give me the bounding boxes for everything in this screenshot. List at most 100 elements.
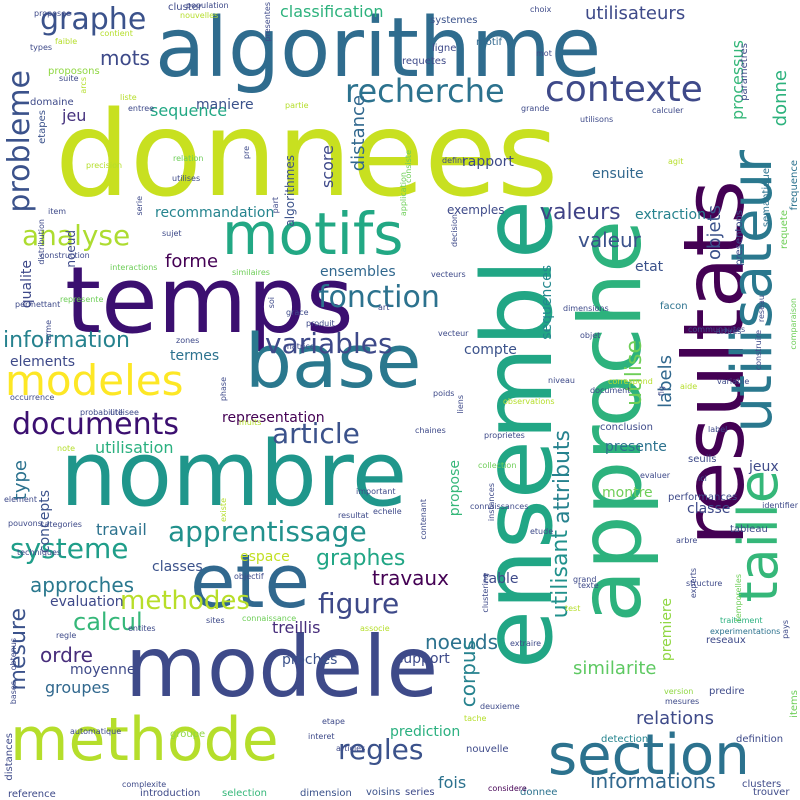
cloud-word: obtenus	[9, 638, 18, 671]
cloud-word: permettant	[15, 300, 61, 309]
cloud-word: information	[3, 328, 130, 353]
cloud-word: seuils	[688, 454, 717, 465]
cloud-word: categories	[40, 520, 82, 529]
cloud-word: choix	[530, 5, 552, 14]
cloud-word: existe	[219, 498, 228, 522]
cloud-word: predire	[709, 686, 745, 697]
cloud-word: bases	[9, 681, 18, 705]
cloud-word: entites	[128, 624, 156, 633]
cloud-word: evaluer	[640, 471, 671, 480]
cloud-word: objets	[704, 205, 725, 260]
cloud-word: selection	[222, 788, 267, 799]
cloud-word: fois	[438, 773, 467, 792]
cloud-word: ordre	[40, 643, 93, 667]
cloud-word: chaines	[415, 426, 446, 435]
cloud-word: groupe	[170, 729, 206, 740]
cloud-word: moyenne	[70, 662, 136, 678]
cloud-word: mot	[536, 49, 552, 58]
cloud-word: requetes	[402, 56, 447, 67]
cloud-word: facon	[660, 301, 688, 312]
cloud-word: classification	[280, 2, 384, 21]
cloud-word: evaluation	[50, 594, 124, 610]
cloud-word: ici	[698, 474, 707, 483]
cloud-word: premiere	[659, 598, 675, 662]
cloud-word: clusters	[742, 779, 782, 790]
cloud-word: fig	[657, 386, 666, 397]
cloud-word: deuxieme	[480, 702, 520, 711]
cloud-word: systemes	[430, 15, 478, 26]
cloud-word: extraction	[635, 207, 706, 223]
cloud-word: noeud	[64, 230, 78, 268]
cloud-word: parametres	[739, 43, 750, 101]
cloud-word: identifier	[762, 501, 798, 510]
cloud-word: corpus	[456, 640, 480, 708]
cloud-word: pouvons	[8, 519, 42, 528]
cloud-word: entree	[128, 104, 155, 113]
cloud-word: forme	[165, 251, 219, 272]
cloud-word: graphe	[40, 2, 147, 37]
cloud-word: correspond	[608, 377, 653, 386]
cloud-word: partie	[285, 101, 309, 110]
cloud-word: valeurs	[540, 200, 621, 225]
cloud-word: dimensions	[563, 304, 609, 313]
cloud-word: nouvelles	[180, 11, 219, 20]
cloud-word: associe	[360, 624, 390, 633]
cloud-word: considere	[488, 784, 527, 793]
cloud-word: recherche	[345, 72, 505, 110]
cloud-word: regles	[338, 733, 424, 766]
cloud-word: semantique	[761, 168, 772, 228]
cloud-word: fonction	[318, 280, 440, 315]
cloud-word: grace	[286, 308, 309, 317]
cloud-word: systeme	[10, 532, 129, 565]
cloud-word: utilisons	[580, 115, 614, 124]
cloud-word: art	[378, 303, 390, 312]
cloud-word: contexte	[545, 69, 703, 110]
cloud-word: detection	[601, 734, 649, 745]
cloud-word: articles	[336, 744, 366, 753]
cloud-word: pre	[242, 146, 251, 160]
cloud-word: occurrence	[10, 393, 55, 402]
cloud-word: temps	[65, 247, 354, 354]
cloud-word: utilisateurs	[585, 3, 686, 24]
cloud-word: ete	[190, 539, 311, 625]
cloud-word: muits	[239, 418, 262, 427]
cloud-word: documents	[12, 407, 179, 442]
cloud-word: series	[405, 787, 435, 798]
cloud-word: travail	[96, 520, 147, 539]
cloud-word: techniques	[17, 548, 62, 557]
cloud-word: note	[57, 444, 76, 453]
cloud-word: representation	[222, 410, 325, 426]
cloud-word: attributs	[550, 430, 575, 524]
cloud-word: item	[48, 207, 67, 216]
cloud-word: vecteur	[438, 329, 469, 338]
cloud-word: trouver	[753, 787, 790, 798]
cloud-word: terme	[44, 320, 53, 344]
cloud-word: observations	[503, 397, 555, 406]
cloud-word: elements	[10, 354, 76, 370]
cloud-word: comparaison	[789, 298, 798, 350]
cloud-word: experimentations	[710, 627, 781, 636]
cloud-word: produit	[306, 319, 335, 328]
cloud-word: population	[186, 1, 229, 10]
cloud-word: grand	[573, 575, 597, 584]
cloud-word: relations	[636, 708, 714, 729]
cloud-word: noeuds	[425, 630, 499, 654]
cloud-word: ensuite	[592, 166, 644, 182]
cloud-word: aide	[680, 382, 698, 391]
cloud-word: poids	[433, 389, 455, 398]
cloud-word: compte	[464, 342, 517, 358]
cloud-word: soi	[267, 297, 276, 309]
cloud-word: extraire	[510, 639, 542, 648]
cloud-word: echelle	[373, 507, 402, 516]
cloud-word: decision	[450, 214, 459, 247]
cloud-word: pays	[781, 620, 790, 639]
cloud-word: domaine	[30, 97, 74, 108]
cloud-word: document	[590, 386, 631, 395]
cloud-word: donnees	[55, 85, 559, 223]
cloud-word: treillis	[272, 618, 321, 637]
cloud-word: nombre	[60, 422, 408, 527]
cloud-word: exemples	[447, 203, 505, 217]
cloud-word: version	[664, 687, 694, 696]
cloud-word: modele	[125, 618, 439, 716]
cloud-word: apprentissage	[168, 515, 367, 548]
